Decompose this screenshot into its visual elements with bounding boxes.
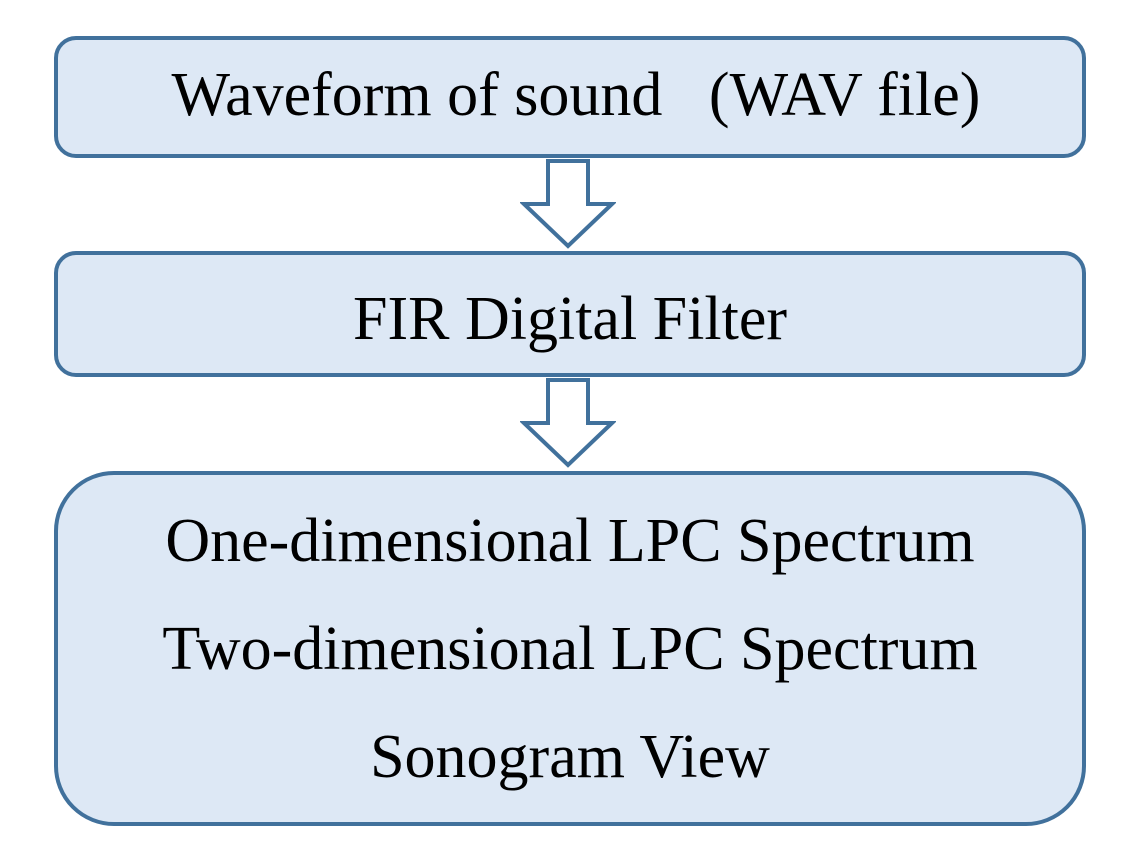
down-arrow-shape xyxy=(520,378,616,468)
waveform-node: Waveform of sound (WAV file) xyxy=(54,36,1086,158)
waveform-node-label: Waveform of sound (WAV file) xyxy=(171,60,981,129)
fir-filter-node-label: FIR Digital Filter xyxy=(353,284,787,353)
down-arrow-shape xyxy=(520,159,616,249)
down-arrow-icon xyxy=(520,159,616,249)
fir-filter-node: FIR Digital Filter xyxy=(54,251,1086,377)
output-line-2d-lpc: Two-dimensional LPC Spectrum xyxy=(162,614,978,683)
down-arrow-icon xyxy=(520,378,616,468)
outputs-node: One-dimensional LPC Spectrum Two-dimensi… xyxy=(54,471,1086,826)
output-line-1d-lpc: One-dimensional LPC Spectrum xyxy=(165,506,975,575)
output-line-sonogram: Sonogram View xyxy=(370,722,770,791)
